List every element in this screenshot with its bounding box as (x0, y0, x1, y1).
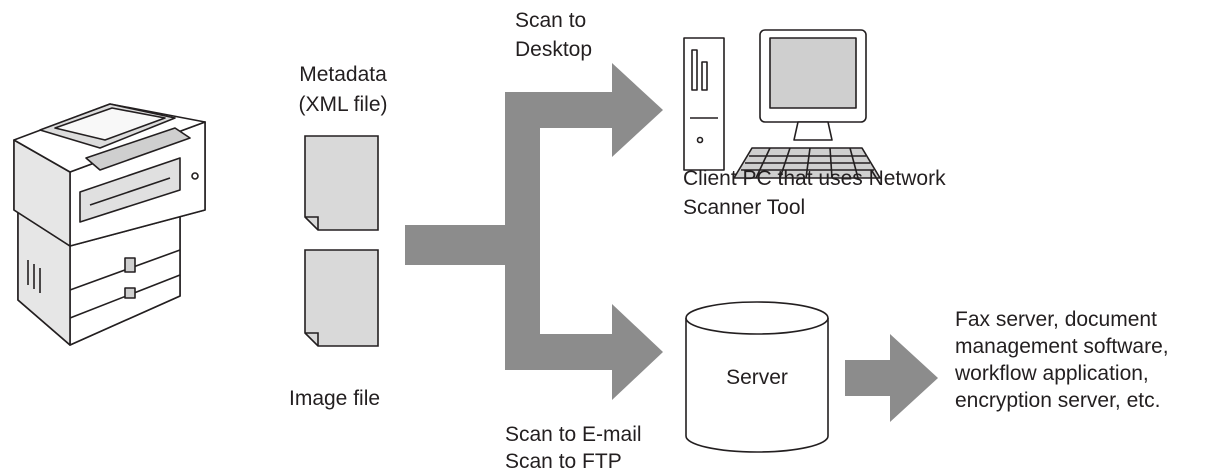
destinations-label-line4: encryption server, etc. (955, 389, 1161, 412)
copier-icon (13, 103, 206, 346)
metadata-document-icon (304, 135, 379, 231)
scan-to-email-label: Scan to E-mail (505, 423, 642, 446)
scan-to-desktop-label-line1: Scan to (515, 9, 587, 32)
xml-file-label: (XML file) (298, 93, 388, 116)
server-icon (685, 301, 829, 453)
destinations-label-line1: Fax server, document (955, 308, 1157, 331)
server-label: Server (726, 366, 788, 389)
client-pc-label-line1: Client PC that uses Network (683, 167, 946, 190)
branch-arrow (405, 63, 663, 400)
scan-to-desktop-label-line2: Desktop (515, 38, 593, 61)
scan-to-ftp-label: Scan to FTP (505, 450, 622, 473)
destinations-label-line2: management software, (955, 335, 1169, 358)
destination-arrow (845, 334, 938, 422)
metadata-label: Metadata (299, 63, 387, 86)
image-file-label: Image file (289, 387, 381, 410)
desktop-computer-icon (683, 29, 881, 179)
destinations-label-line3: workflow application, (955, 362, 1149, 385)
image-document-icon (304, 249, 379, 347)
client-pc-label-line2: Scanner Tool (683, 196, 806, 219)
